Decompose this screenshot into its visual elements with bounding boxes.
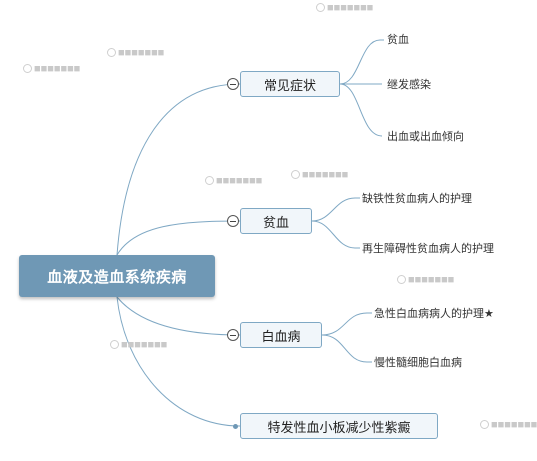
leaf-node[interactable]: 缺铁性贫血病人的护理	[362, 192, 472, 205]
branch-label: 常见症状	[263, 78, 316, 94]
branch-node-leukemia[interactable]: 白血病	[240, 322, 322, 348]
link-anemia-leaf1	[311, 197, 356, 222]
leaf-node[interactable]: 再生障碍性贫血病人的护理	[362, 242, 494, 255]
link-symptoms-leaf3	[339, 83, 383, 137]
leaf-node[interactable]: 贫血	[387, 33, 409, 46]
link-root-leukemia	[116, 296, 241, 336]
link-root-symptoms	[116, 83, 241, 256]
branch-label: 贫血	[262, 215, 289, 231]
root-node[interactable]: 血液及造血系统疾病	[19, 255, 215, 297]
collapse-toggle-icon[interactable]	[227, 78, 239, 90]
leaf-node[interactable]: 出血或出血倾向	[387, 130, 464, 143]
leaf-node[interactable]: 继发感染	[387, 78, 431, 91]
branch-label: 白血病	[261, 329, 301, 345]
leaf-node[interactable]: 慢性髓细胞白血病	[374, 356, 462, 369]
link-root-itp	[116, 296, 241, 427]
link-anemia-leaf2	[311, 220, 356, 249]
collapse-toggle-icon[interactable]	[227, 329, 239, 341]
branch-node-symptoms[interactable]: 常见症状	[240, 71, 340, 97]
link-root-anemia	[116, 220, 241, 256]
link-leukemia-leaf2	[321, 334, 368, 363]
branch-label: 特发性血小板减少性紫癜	[267, 420, 411, 436]
link-symptoms-leaf1	[339, 39, 381, 85]
branch-anchor-dot	[233, 424, 238, 429]
collapse-toggle-icon[interactable]	[227, 215, 239, 227]
root-label: 血液及造血系统疾病	[47, 267, 187, 286]
branch-node-anemia[interactable]: 贫血	[240, 208, 312, 234]
link-leukemia-leaf1	[321, 312, 368, 336]
branch-node-itp[interactable]: 特发性血小板减少性紫癜	[240, 413, 438, 439]
leaf-node[interactable]: 急性白血病病人的护理★	[374, 307, 494, 320]
